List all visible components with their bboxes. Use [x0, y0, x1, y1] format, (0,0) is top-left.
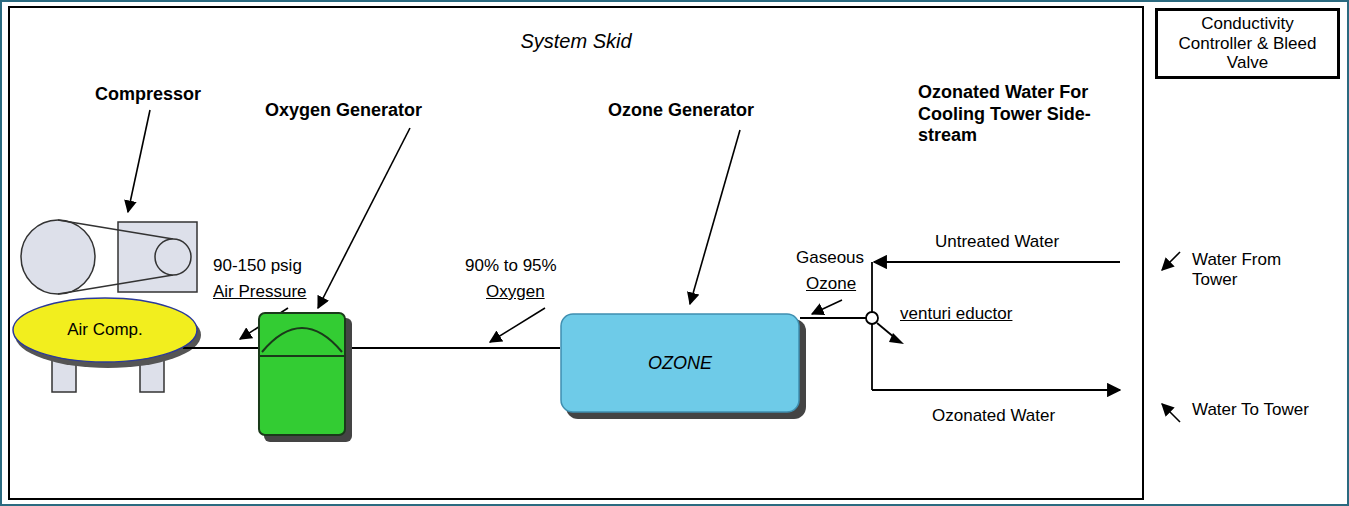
system-skid-frame: System SkidAir Comp.Oxygen GeneratorOZON… — [8, 6, 1144, 500]
node-text: Oxygen Generator — [265, 100, 422, 121]
oxygen-generator-shape — [258, 312, 354, 444]
callout-label: venturi eductor — [900, 304, 1012, 324]
compressor-tank: Air Comp. — [12, 297, 198, 363]
venturi-symbol — [866, 312, 878, 324]
pipe-connector — [183, 347, 258, 349]
callout-label: Water From Tower — [1192, 250, 1310, 291]
callout-label: Oxygen — [486, 282, 545, 302]
callout-label: Ozonated Water — [932, 406, 1055, 426]
callout-label: 90-150 psig — [213, 256, 302, 276]
callout-label: Ozonated Water For Cooling Tower Side-st… — [918, 82, 1103, 147]
conductivity-controller: Conductivity Controller & Bleed Valve — [1155, 8, 1340, 79]
node-text: OZONE — [648, 353, 712, 374]
callout-label: Ozone Generator — [608, 100, 754, 122]
node-text: System Skid — [10, 30, 1142, 53]
callout-label: 90% to 95% — [465, 256, 557, 276]
ozone-generator: OZONE — [560, 313, 800, 413]
callout-label: Gaseous — [796, 248, 864, 268]
node-text: Air Comp. — [67, 320, 143, 340]
callout-label: Air Pressure — [213, 282, 307, 302]
callout-label: Compressor — [95, 84, 201, 106]
callout-label: Untreated Water — [935, 232, 1059, 252]
water-piping — [800, 262, 1120, 390]
callout-label: Water To Tower — [1192, 400, 1310, 420]
oxygen-generator: Oxygen Generator — [258, 312, 346, 436]
callout-label: Ozone — [806, 274, 856, 294]
node-text: Conductivity Controller & Bleed Valve — [1164, 14, 1331, 73]
pipe-connector — [346, 347, 560, 349]
